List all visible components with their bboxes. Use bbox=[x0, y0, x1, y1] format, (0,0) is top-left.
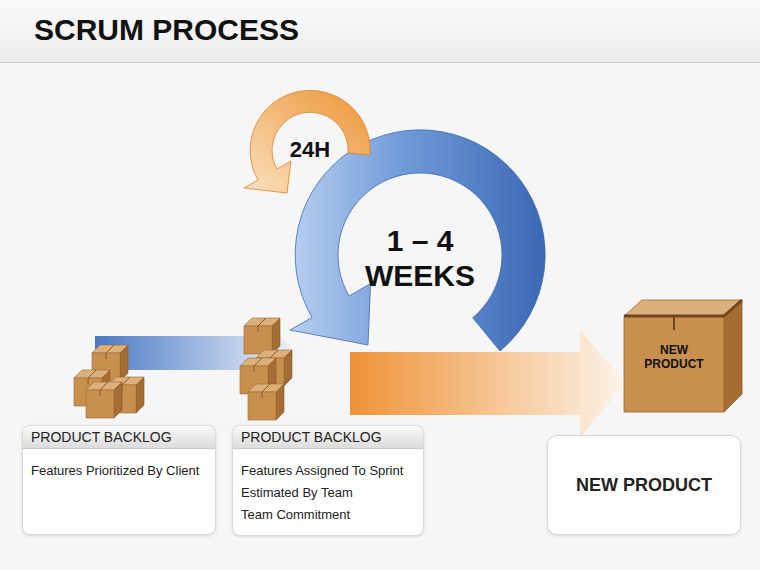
cycle-label: 24H bbox=[275, 137, 345, 162]
backlog-boxes bbox=[74, 345, 144, 418]
card-item: Features Assigned To Sprint bbox=[233, 463, 423, 479]
sprint-cycle-arrow bbox=[290, 130, 545, 351]
page-title: SCRUM PROCESS bbox=[34, 13, 299, 47]
product-box bbox=[624, 300, 742, 412]
card-item: Team Commitment bbox=[233, 507, 423, 523]
box-title: NEW PRODUCT bbox=[566, 469, 722, 502]
product-card: NEW PRODUCT bbox=[547, 435, 741, 535]
card-heading: PRODUCT BACKLOG bbox=[233, 426, 423, 449]
cycle-label: 1 – 4 WEEKS bbox=[355, 224, 485, 293]
backlog-card: PRODUCT BACKLOG Features Prioritized By C… bbox=[22, 425, 216, 535]
box-print: NEW PRODUCT bbox=[632, 344, 716, 372]
card-item: Features Prioritized By Client bbox=[23, 463, 215, 479]
output-arrow bbox=[350, 330, 626, 437]
daily-cycle-arrow bbox=[244, 90, 370, 193]
card-heading: PRODUCT BACKLOG bbox=[23, 426, 215, 449]
sprint-boxes bbox=[240, 318, 292, 420]
card-item: Estimated By Team bbox=[233, 485, 423, 501]
sprint-card: PRODUCT BACKLOG Features Assigned To Spri… bbox=[232, 425, 424, 536]
